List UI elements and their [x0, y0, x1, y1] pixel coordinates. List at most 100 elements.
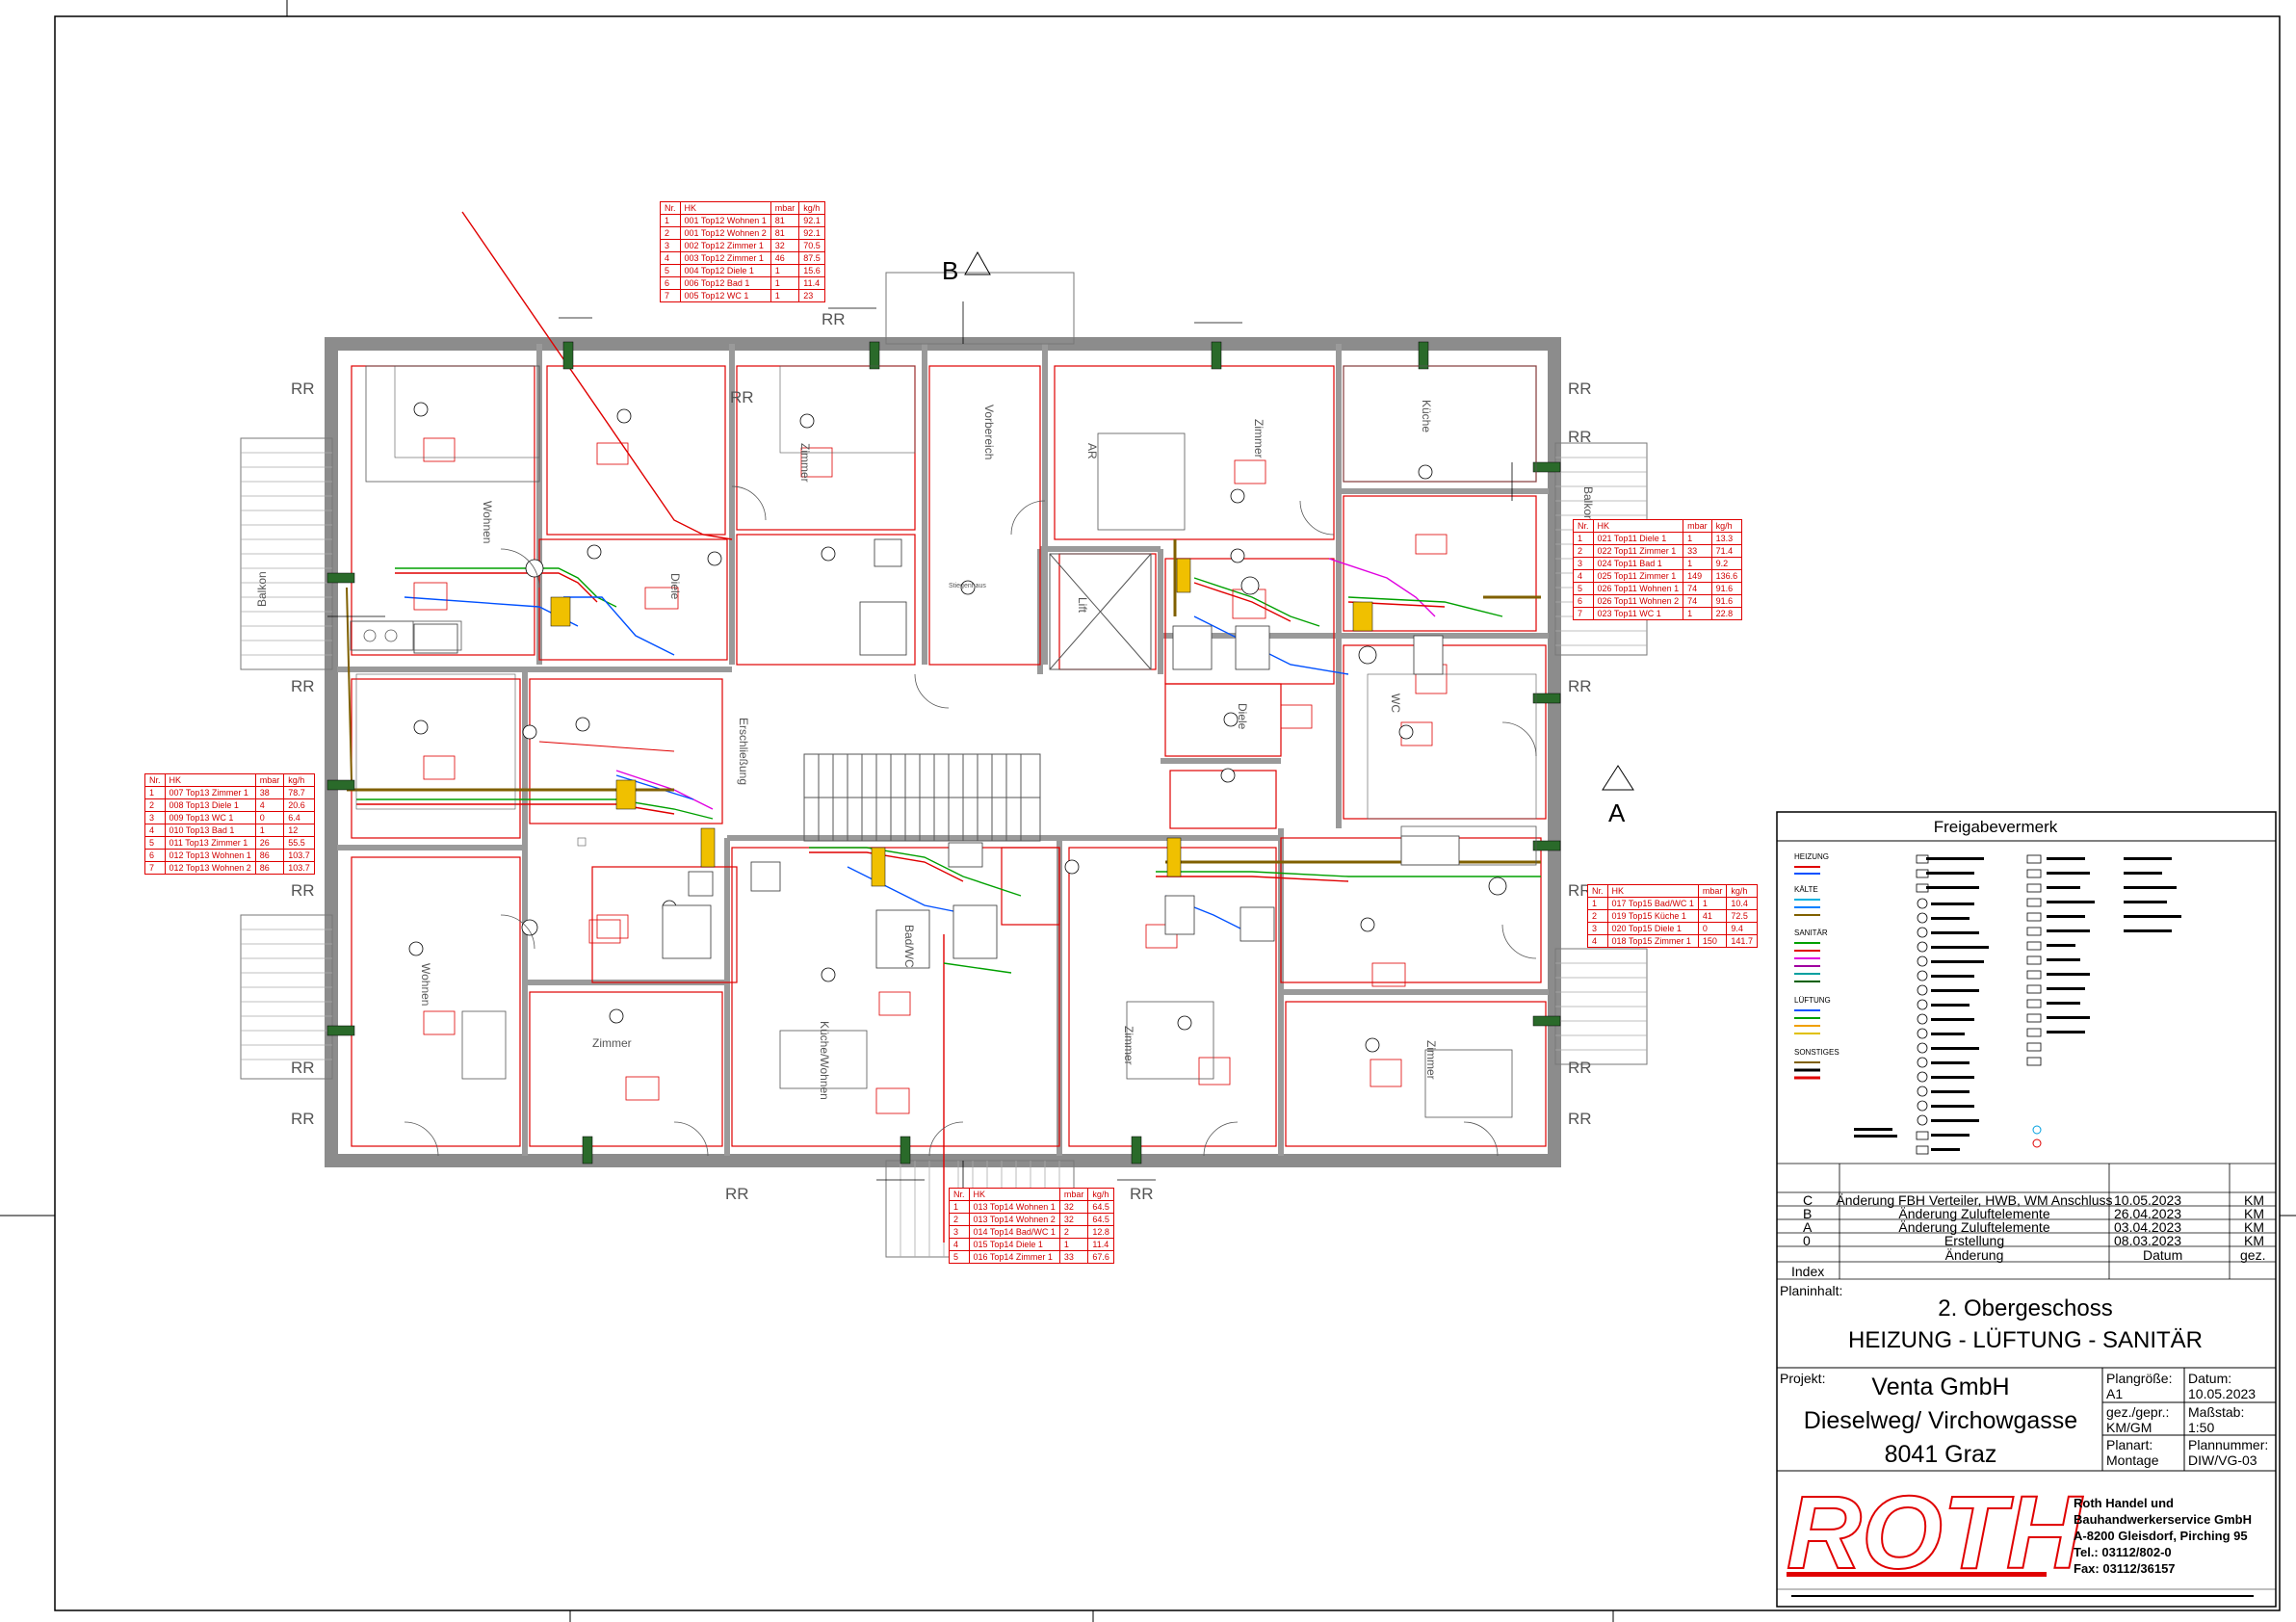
room-label: Zimmer [1424, 1040, 1438, 1080]
planart-value: Montage [2106, 1452, 2159, 1468]
massstab-value: 1:50 [2188, 1420, 2214, 1435]
revision-by: KM [2244, 1219, 2264, 1235]
company-name-1: Roth Handel und [2074, 1496, 2174, 1510]
rr-label: RR [730, 388, 754, 406]
elevator-shaft [1049, 553, 1152, 670]
room-label: Bad/WC [902, 925, 916, 968]
legend-group-heizung: HEIZUNG [1794, 852, 1829, 861]
legend-group-sonstiges: SONSTIGES [1794, 1048, 1839, 1057]
revision-change: Erstellung [1944, 1233, 2004, 1248]
company-tel: Tel.: 03112/802-0 [2074, 1545, 2172, 1559]
room-label: Stiegenhaus [949, 583, 986, 589]
supply-air-elements [326, 341, 1561, 1164]
room-label: Diele [668, 573, 682, 600]
room-label: Wohnen [419, 963, 432, 1006]
svg-text:A: A [1608, 798, 1626, 827]
revision-date: 26.04.2023 [2114, 1206, 2181, 1221]
room-label: AR [1085, 443, 1099, 459]
copyright-notice [1791, 1595, 2254, 1597]
plan-subtitle: HEIZUNG - LÜFTUNG - SANITÄR [1848, 1327, 2203, 1353]
company-address: A-8200 Gleisdorf, Pirching 95 [2074, 1529, 2248, 1543]
company-name-2: Bauhandwerkerservice GmbH [2074, 1512, 2252, 1527]
datum-label: Datum: [2188, 1371, 2231, 1386]
inner-walls [337, 344, 1549, 1156]
company-logo: ROTH [1786, 1473, 2084, 1591]
project-address: Dieselweg/ Virchowgasse [1804, 1407, 2077, 1434]
revision-date: 10.05.2023 [2114, 1192, 2181, 1208]
sanitary-fixtures [413, 538, 1460, 969]
rr-label: RR [291, 379, 315, 398]
planinhalt-label: Planinhalt: [1780, 1283, 1842, 1298]
room-label: Balkon [255, 571, 269, 607]
revision-header-date: Datum [2143, 1247, 2182, 1263]
revision-index: C [1803, 1192, 1813, 1208]
rr-label: RR [1568, 677, 1592, 695]
manifolds [550, 558, 1373, 887]
room-label: Zimmer [1122, 1026, 1135, 1065]
ventilation-valves [408, 402, 1507, 1053]
revision-index: A [1803, 1219, 1813, 1235]
gez-value: KM/GM [2106, 1420, 2152, 1435]
revision-table [1777, 1163, 2276, 1280]
room-label: Balkon [1581, 486, 1595, 522]
room-label: Wohnen [481, 501, 494, 543]
plan-title: 2. Obergeschoss [1938, 1295, 2112, 1321]
rr-label: RR [1568, 881, 1592, 900]
legend-group-sanitaer: SANITÄR [1794, 929, 1828, 937]
revision-date: 08.03.2023 [2114, 1233, 2181, 1248]
room-label: Zimmer [798, 443, 812, 483]
legend-title: Freigabevermerk [1934, 818, 2058, 836]
project-city: 8041 Graz [1885, 1441, 1997, 1468]
plannummer-value: DIW/VG-03 [2188, 1452, 2257, 1468]
rr-labels: RR RR RR RR RR RR RR RR RR RR RR RR RR R… [291, 310, 1592, 1203]
furniture [355, 365, 1537, 847]
planart-label: Planart: [2106, 1437, 2152, 1452]
svg-text:B: B [942, 256, 958, 285]
rr-label: RR [291, 881, 315, 900]
rr-label: RR [1568, 428, 1592, 446]
rr-label: RR [1568, 1059, 1592, 1077]
revision-by: KM [2244, 1192, 2264, 1208]
beds [461, 432, 1513, 1118]
room-label: Erschließung [737, 718, 750, 785]
room-label: Vorbereich [982, 405, 996, 459]
projekt-label: Projekt: [1780, 1371, 1825, 1386]
revision-change: Änderung Zuluftelemente [1898, 1219, 2049, 1235]
svg-text:ROTH: ROTH [1787, 1474, 2083, 1590]
sheet-frame [54, 15, 2281, 1611]
revision-by: KM [2244, 1206, 2264, 1221]
revision-index: 0 [1803, 1233, 1811, 1248]
room-label: Küche [1420, 400, 1433, 432]
doors [404, 485, 1537, 1157]
floor-plan: B A Wohnen Zimmer Vorbereich Zimmer Küch… [240, 211, 1648, 1258]
revision-header-index: Index [1791, 1264, 1824, 1279]
project-name: Venta GmbH [1871, 1373, 2009, 1400]
revision-change: Änderung FBH Verteiler, HWB, WM Anschlus… [1836, 1192, 2112, 1208]
revision-header-by: gez. [2240, 1247, 2265, 1263]
